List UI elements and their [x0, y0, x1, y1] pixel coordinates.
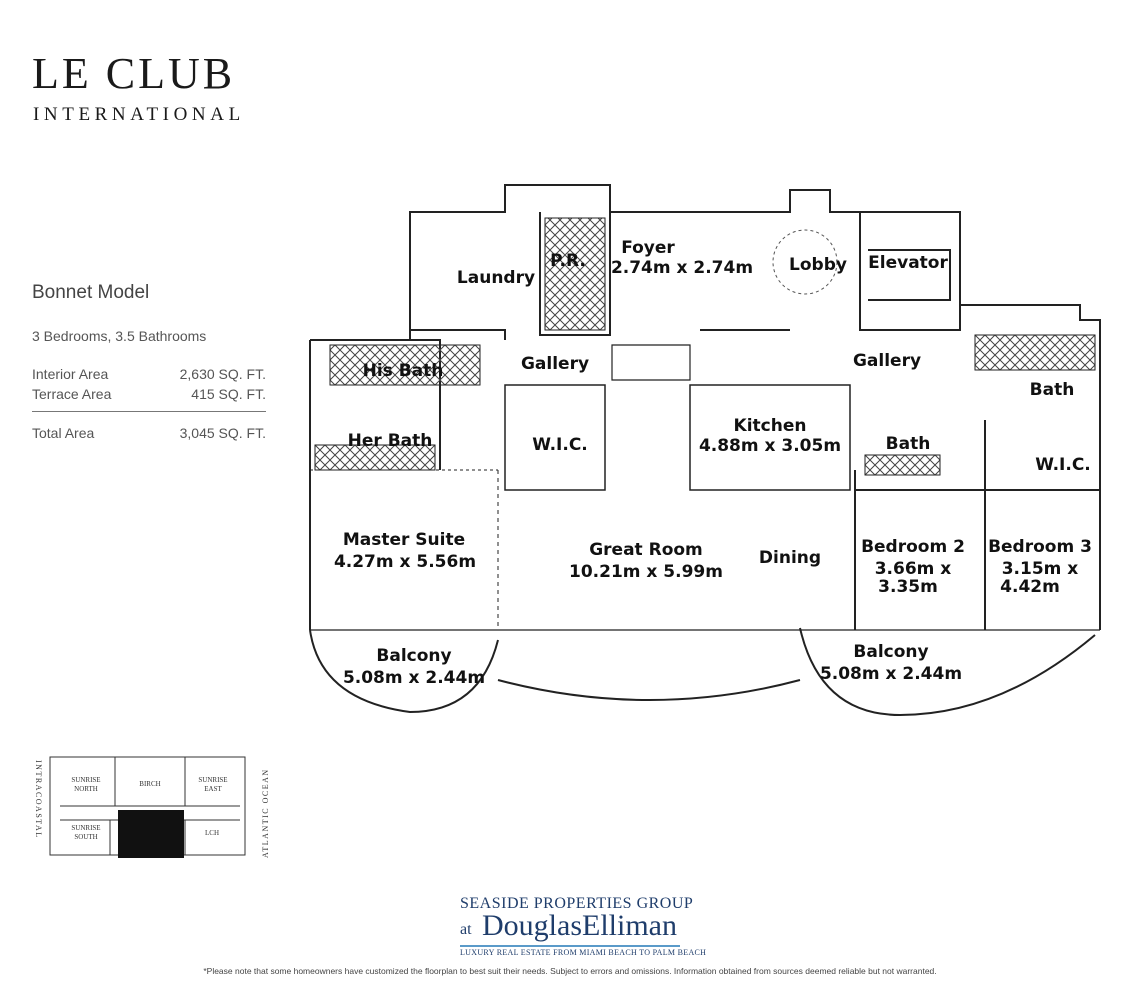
key-sunrise-south-1: SUNRISE [71, 824, 100, 832]
great-room-bow [497, 679, 801, 701]
balcony-left-arc [309, 629, 499, 714]
key-birch: BIRCH [139, 780, 160, 788]
label-bedroom-3-dim1: 3.15m x [1002, 559, 1079, 579]
footer-at: at [460, 921, 472, 938]
model-title: Bonnet Model [32, 282, 150, 303]
label-balcony-left: Balcony [376, 646, 451, 666]
key-plan: SUNRISE NORTH BIRCH SUNRISE EAST SUNRISE… [34, 756, 270, 858]
label-master-suite: Master Suite [343, 530, 465, 550]
her-bath-fixture [314, 444, 436, 471]
wall-pr [539, 212, 611, 336]
interior-area-label: Interior Area [32, 366, 109, 382]
key-highlight-unit [118, 810, 184, 858]
wall-outline [310, 184, 1101, 630]
label-foyer: Foyer [621, 238, 675, 258]
pr-fixture [544, 217, 606, 331]
footer-tagline: LUXURY REAL ESTATE FROM MIAMI BEACH TO P… [460, 948, 707, 957]
label-great-room-dim: 10.21m x 5.99m [569, 562, 723, 582]
label-wic-right: W.I.C. [1035, 455, 1091, 475]
label-foyer-dim: 2.74m x 2.74m [611, 258, 753, 278]
key-atlantic-ocean: ATLANTIC OCEAN [261, 768, 270, 858]
lobby-circle [772, 229, 838, 295]
label-dining: Dining [759, 548, 821, 568]
terrace-area-value: 415 SQ. FT. [191, 386, 266, 402]
kitchen-counter [689, 384, 851, 491]
key-sunrise-north-1: SUNRISE [71, 776, 100, 784]
label-his-bath: His Bath [363, 361, 444, 381]
floor-plan: Foyer 2.74m x 2.74m Lobby Elevator Laund… [309, 184, 1101, 717]
label-bath-right: Bath [1030, 380, 1075, 400]
total-area-value: 3,045 SQ. FT. [179, 425, 266, 441]
footer-accent-rule [460, 945, 680, 947]
key-sunrise-east-2: EAST [204, 785, 222, 793]
footer-group-name: SEASIDE PROPERTIES GROUP [460, 895, 694, 912]
footer-brand-logo: DouglasElliman [482, 909, 677, 942]
right-bath-fixture [974, 334, 1096, 371]
label-her-bath: Her Bath [348, 431, 433, 451]
interior-area-value: 2,630 SQ. FT. [179, 366, 266, 382]
his-bath-fixture [329, 344, 481, 386]
key-building-outline [49, 756, 246, 856]
wall-bath-block [310, 339, 441, 470]
label-kitchen: Kitchen [734, 416, 807, 436]
label-pr: P.R. [550, 251, 586, 271]
label-gallery-left: Gallery [521, 354, 589, 374]
key-sunrise-south-2: SOUTH [74, 833, 97, 841]
label-bedroom-3-dim2: 4.42m [1000, 577, 1060, 597]
wall-elevator [860, 211, 961, 330]
interior-area-row: Interior Area 2,630 SQ. FT. [32, 366, 266, 382]
key-lch: LCH [205, 829, 219, 837]
gallery-oval [611, 344, 691, 381]
terrace-area-row: Terrace Area 415 SQ. FT. [32, 386, 266, 402]
label-kitchen-dim: 4.88m x 3.05m [699, 436, 841, 456]
label-laundry: Laundry [457, 268, 535, 288]
brand-name: LE CLUB [32, 49, 236, 98]
wall-laundry [410, 329, 506, 340]
wall-elevator-inner [868, 249, 951, 301]
label-bedroom-2-dim1: 3.66m x [875, 559, 952, 579]
wic-left-outline [504, 384, 606, 491]
balcony-right-arc [799, 627, 1096, 717]
label-bath-center: Bath [886, 434, 931, 454]
label-lobby: Lobby [789, 255, 847, 275]
brand-subname: INTERNATIONAL [33, 104, 245, 125]
label-great-room: Great Room [589, 540, 703, 560]
terrace-area-label: Terrace Area [32, 386, 112, 402]
key-dividers [109, 757, 186, 855]
model-subtitle: 3 Bedrooms, 3.5 Bathrooms [32, 328, 207, 344]
area-divider [32, 411, 266, 412]
label-balcony-left-dim: 5.08m x 2.44m [343, 668, 485, 688]
total-area-label: Total Area [32, 425, 95, 441]
label-bedroom-3: Bedroom 3 [988, 537, 1092, 557]
total-area-row: Total Area 3,045 SQ. FT. [32, 425, 266, 441]
label-wic-left: W.I.C. [532, 435, 588, 455]
center-bath-fixture [864, 454, 941, 476]
label-master-dim: 4.27m x 5.56m [334, 552, 476, 572]
label-elevator: Elevator [868, 253, 948, 273]
label-balcony-right-dim: 5.08m x 2.44m [820, 664, 962, 684]
key-sunrise-east-1: SUNRISE [198, 776, 227, 784]
label-bedroom-2-dim2: 3.35m [878, 577, 938, 597]
label-gallery-right: Gallery [853, 351, 921, 371]
key-sunrise-north-2: NORTH [74, 785, 98, 793]
label-bedroom-2: Bedroom 2 [861, 537, 965, 557]
label-balcony-right: Balcony [853, 642, 928, 662]
key-intracoastal: INTRACOASTAL [34, 760, 43, 839]
disclaimer: *Please note that some homeowners have c… [203, 966, 937, 976]
